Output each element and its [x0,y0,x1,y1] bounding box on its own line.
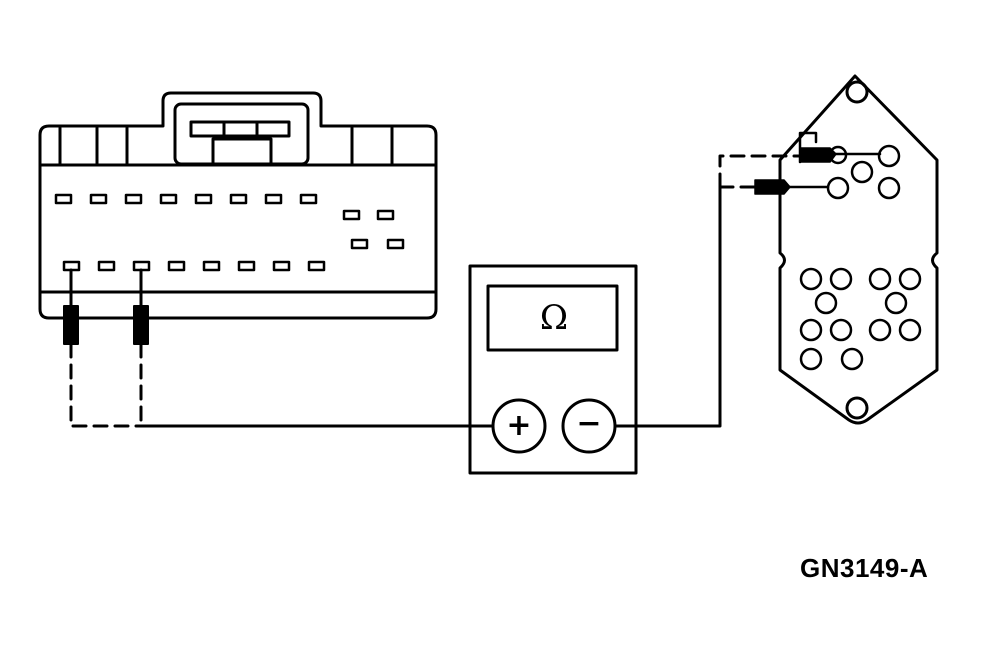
component-probe-upper [799,147,882,163]
connector-probe-right [133,268,149,345]
pin-row-upper [54,193,405,250]
resistor-module [778,74,939,425]
figure-id-label: GN3149-A [800,553,929,583]
meter-positive-sign: + [506,408,532,443]
harness-connector [38,91,438,320]
pin-row-lower [62,260,326,272]
meter-body [468,264,638,475]
lead-from-meter-negative [613,185,722,428]
meter-negative-sign: − [576,406,602,441]
lower-terminals [799,267,922,371]
component-probe-lower [754,179,830,195]
meter-to-component-leads [613,154,802,428]
ohmmeter [468,264,638,475]
module-body [778,74,939,425]
latch-window [189,120,291,138]
mounting-hole-top [845,80,869,104]
connector-probe-left [63,268,79,345]
connector-body [38,91,438,320]
mounting-hole-bottom [845,396,869,420]
meter-ohm-symbol: Ω [539,298,569,338]
connector-test-leads [69,342,495,428]
meter-positive-terminal [491,398,547,454]
meter-display [486,284,619,352]
latch-tab [211,137,273,166]
